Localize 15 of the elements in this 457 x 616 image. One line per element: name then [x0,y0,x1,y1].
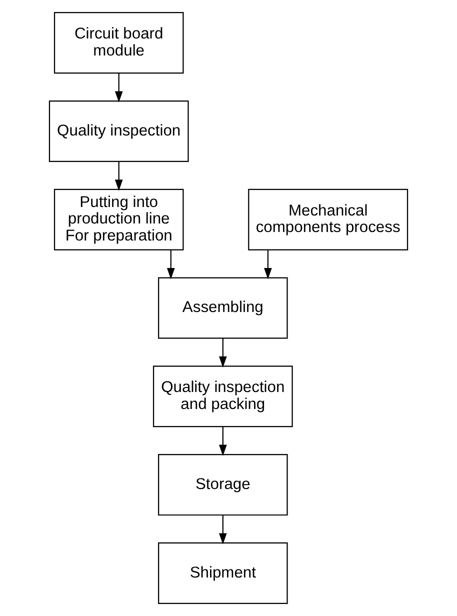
node-box: Quality inspection [48,100,189,162]
arrow [218,515,227,544]
arrow [264,250,272,280]
arrow [218,426,227,456]
node-box: Shipment [158,542,288,604]
arrow [218,338,227,368]
arrow [114,162,123,191]
node-box: Putting into production line For preparation [54,188,184,250]
arrow [114,73,123,102]
node-box: Storage [158,454,288,516]
node-box: Assembling [158,277,288,339]
arrow [166,250,175,280]
node-box: Circuit board module [54,12,184,74]
node-box: Mechanical components process [248,188,408,250]
node-box: Quality inspection and packing [152,366,293,428]
